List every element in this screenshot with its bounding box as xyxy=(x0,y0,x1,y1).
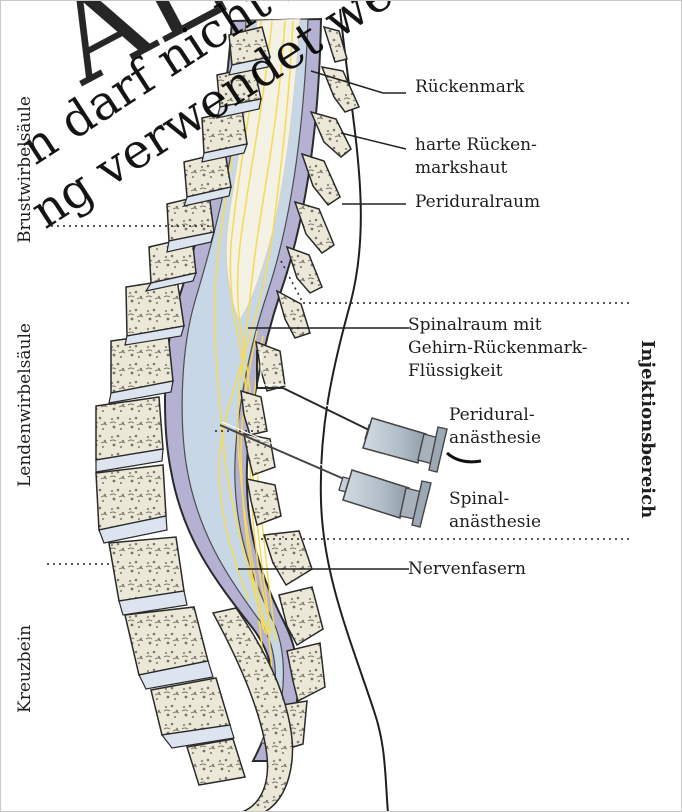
label-nervenfasern: Nervenfasern xyxy=(408,559,526,579)
label-lendenwirbelsaeule: Lendenwirbelsäule xyxy=(17,299,34,487)
label-spinalanaesthesie-line-1: Spinal- xyxy=(449,489,509,509)
label-spinalraum-line-1: Spinalraum mit xyxy=(408,315,542,335)
label-periduralraum: Periduralraum xyxy=(415,192,540,212)
label-harte-rueckenmarkshaut-line-1: harte Rücken- xyxy=(415,135,537,155)
label-brustwirbelsaeule: Brustwirbelsäule xyxy=(17,33,34,243)
label-spinalraum-line-3: Flüssigkeit xyxy=(408,361,503,381)
label-spinalraum-line-2: Gehirn-Rückenmark- xyxy=(408,338,588,358)
label-spinalanaesthesie-line-2: anästhesie xyxy=(449,512,541,532)
label-injektionsbereich: Injektionsbereich xyxy=(638,340,656,520)
label-harte-rueckenmarkshaut-line-2: markshaut xyxy=(415,158,507,178)
label-periduralanaesthesie-line-2: anästhesie xyxy=(449,428,541,448)
label-kreuzbein: Kreuzbein xyxy=(17,621,34,713)
label-periduralanaesthesie-line-1: Peridural- xyxy=(449,405,535,425)
label-rueckenmark: Rückenmark xyxy=(415,77,524,97)
